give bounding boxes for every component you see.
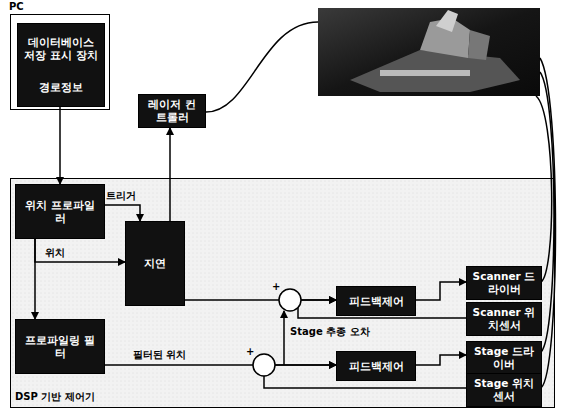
box-label: Stage 위치센서 xyxy=(471,377,537,402)
summing-junction xyxy=(279,289,301,311)
box-label: 피드백제어 xyxy=(349,360,404,373)
sign-mark: + xyxy=(271,281,281,293)
box-label: 데이터베이스 저장 표시 장치 xyxy=(22,36,100,61)
signal-arrow xyxy=(59,107,61,184)
pc-box: PC데이터베이스 저장 표시 장치경로정보 xyxy=(10,14,110,110)
box-label: 프로파일링 필터 xyxy=(20,334,100,359)
laser-cable xyxy=(206,22,318,112)
process-box: Scanner 위치센서 xyxy=(466,302,542,336)
controller-box: 레이저 컨트롤러 xyxy=(138,94,206,128)
signal-arrow xyxy=(34,239,36,319)
process-box: 피드백제어 xyxy=(336,286,416,316)
stage-sensor-cable xyxy=(540,58,556,388)
box-label: Scanner 드라이버 xyxy=(471,270,537,295)
box-label: 지연 xyxy=(144,257,166,270)
signal-label: 위치 xyxy=(44,247,66,259)
box-heading: DSP 기반 제어기 xyxy=(15,390,95,404)
signal-label: 필터된 위치 xyxy=(132,349,187,361)
box-label: 경로정보 xyxy=(39,81,83,94)
process-box: Stage 드라이버 xyxy=(466,341,542,375)
box-label: Scanner 위치센서 xyxy=(471,306,537,331)
signal-arrow xyxy=(416,282,466,300)
tracking-error-line xyxy=(283,311,285,365)
machine-photo xyxy=(318,8,540,96)
box-label: 위치 프로파일러 xyxy=(20,199,100,224)
signal-arrow xyxy=(105,205,140,221)
process-box: Scanner 드라이버 xyxy=(466,266,542,300)
dsp-frame: DSP 기반 제어기 위치 프로파일러지연피드백제어 Scanner 드라이버 Sca… xyxy=(10,178,555,408)
signal-arrow xyxy=(169,128,171,221)
box-label: Stage 드라이버 xyxy=(471,345,537,370)
controller-ground xyxy=(10,178,555,408)
sign-mark: + xyxy=(245,346,255,358)
process-box: 피드백제어 xyxy=(336,351,416,381)
signal-arrow xyxy=(416,355,466,365)
signal-arrow xyxy=(35,239,125,262)
process-box: Stage 위치센서 xyxy=(466,373,542,407)
box-label: 피드백제어 xyxy=(349,295,404,308)
signal-label: Stage 추종 오차 xyxy=(289,326,371,338)
box-label: 레이저 컨트롤러 xyxy=(143,98,201,123)
scanner-cable xyxy=(536,96,552,282)
process-box: 프로파일링 필터 xyxy=(15,319,105,374)
stage-cable xyxy=(540,72,554,352)
storage-box: 데이터베이스 저장 표시 장치경로정보 xyxy=(17,23,105,107)
box-heading: PC xyxy=(9,1,24,12)
process-box: 지연 xyxy=(125,221,185,306)
signal-label: 트리거 xyxy=(105,190,137,202)
process-box: 위치 프로파일러 xyxy=(15,184,105,239)
summing-junction xyxy=(253,354,275,376)
